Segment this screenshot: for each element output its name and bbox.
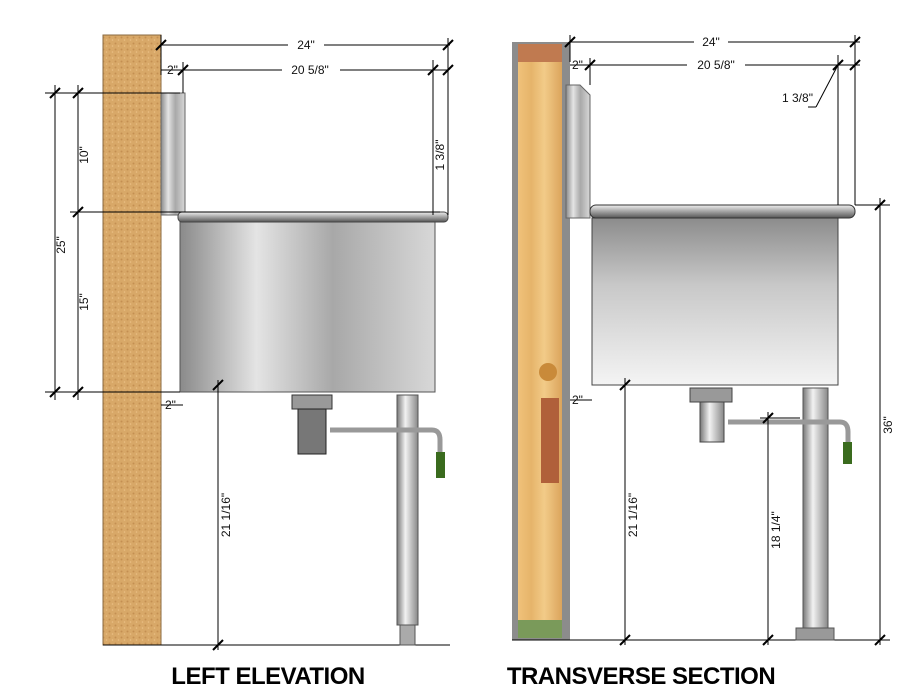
dim-rim-lip: 1 3/8" <box>782 91 813 105</box>
faucet-pipe <box>728 419 851 445</box>
dim-overall-width: 24" <box>297 38 315 52</box>
drain <box>291 394 333 455</box>
dim-wall-offset: 2" <box>167 63 178 77</box>
dim-bowl-width: 20 5/8" <box>291 63 329 77</box>
backsplash <box>565 84 591 219</box>
faucet-tip <box>436 452 445 478</box>
left-elevation: 24" 2" 20 5/8" 1 3/8" 25" 10" 15" 2" 21 … <box>45 34 454 690</box>
dim-floor-to-rim: 36" <box>881 416 895 434</box>
sink-leg <box>802 387 829 629</box>
left-elevation-title: LEFT ELEVATION <box>171 663 364 690</box>
leg-foot <box>795 627 835 641</box>
faucet-pipe <box>330 427 443 455</box>
dim-wall-offset: 2" <box>572 58 583 72</box>
wood-stud <box>518 62 562 620</box>
dim-backsplash-height: 10" <box>77 146 91 164</box>
sink-rim <box>589 204 856 219</box>
dim-overall-width: 24" <box>702 35 720 49</box>
dim-total-height: 25" <box>54 236 68 254</box>
transverse-section-title: TRANSVERSE SECTION <box>507 663 775 690</box>
drain <box>689 387 733 443</box>
backsplash <box>160 92 186 216</box>
dim-floor-to-bottom: 21 1/16" <box>219 493 233 537</box>
dim-bottom-offset: 2" <box>165 398 176 412</box>
dim-floor-to-bottom: 21 1/16" <box>626 493 640 537</box>
dim-bowl-width: 20 5/8" <box>697 58 735 72</box>
sink-rim <box>177 211 449 223</box>
sink-bowl <box>179 221 436 393</box>
wall <box>102 34 162 646</box>
transverse-section: 24" 2" 20 5/8" 1 3/8" 36" 2" 21 1/16" 18… <box>507 34 895 690</box>
dim-bottom-offset: 2" <box>572 393 583 407</box>
leg-foot <box>399 624 416 646</box>
dim-rim-lip: 1 3/8" <box>433 140 447 171</box>
faucet-tip <box>843 442 852 464</box>
blocking <box>541 398 559 483</box>
dim-bowl-depth: 15" <box>77 293 91 311</box>
sink-bowl <box>591 217 839 386</box>
dim-floor-to-faucet: 18 1/4" <box>769 511 783 549</box>
